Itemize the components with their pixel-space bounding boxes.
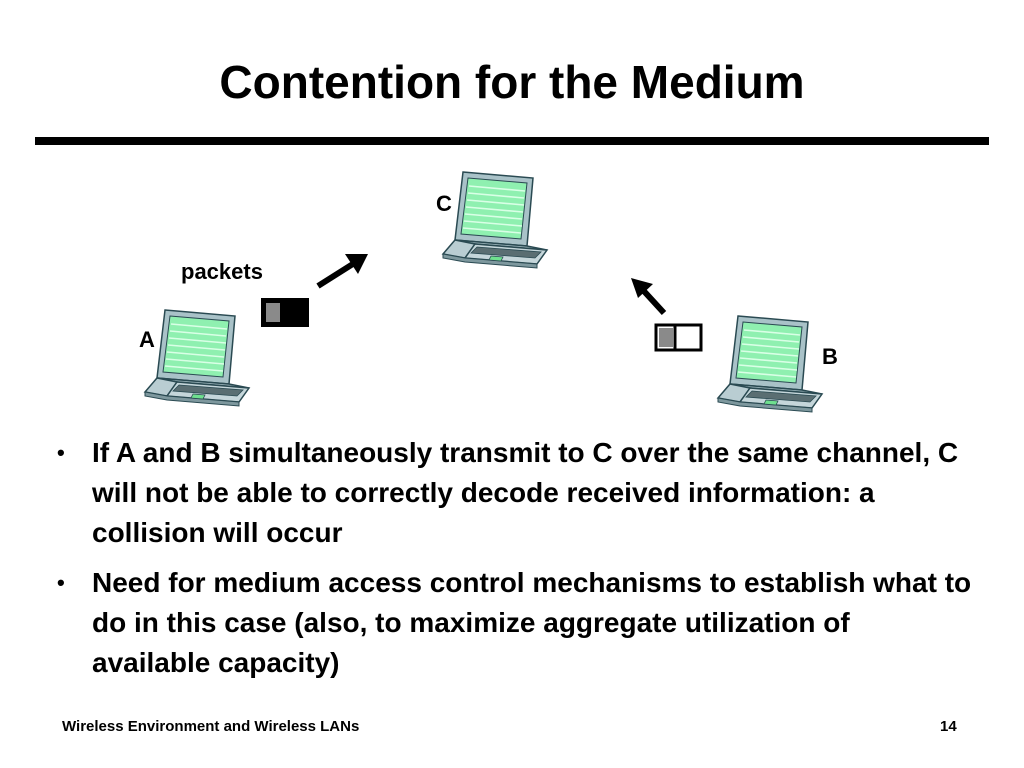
label-packets: packets — [181, 259, 263, 284]
arrow-b-to-c-icon — [631, 278, 667, 316]
bullet-list: • If A and B simultaneously transmit to … — [52, 433, 972, 693]
title-divider — [35, 137, 989, 145]
slide-title: Contention for the Medium — [219, 56, 805, 108]
footer-title: Wireless Environment and Wireless LANs — [62, 718, 360, 735]
label-b: B — [822, 344, 838, 369]
laptop-c-icon — [442, 171, 548, 269]
bullet-dot-icon: • — [57, 570, 65, 595]
laptop-a-icon — [144, 309, 250, 407]
bullet-text: If A and B simultaneously transmit to C … — [92, 437, 959, 548]
label-c: C — [436, 191, 452, 216]
laptop-b-icon — [717, 315, 823, 413]
page-number: 14 — [940, 718, 957, 735]
bullet-dot-icon: • — [57, 440, 65, 465]
network-diagram — [144, 171, 823, 413]
packet-b-icon — [654, 323, 703, 352]
bullet-item: • Need for medium access control mechani… — [52, 563, 972, 683]
packet-a-icon — [261, 298, 309, 327]
arrow-a-to-c-icon — [316, 254, 368, 289]
bullet-text: Need for medium access control mechanism… — [92, 567, 972, 678]
bullet-item: • If A and B simultaneously transmit to … — [52, 433, 972, 553]
label-a: A — [139, 327, 155, 352]
